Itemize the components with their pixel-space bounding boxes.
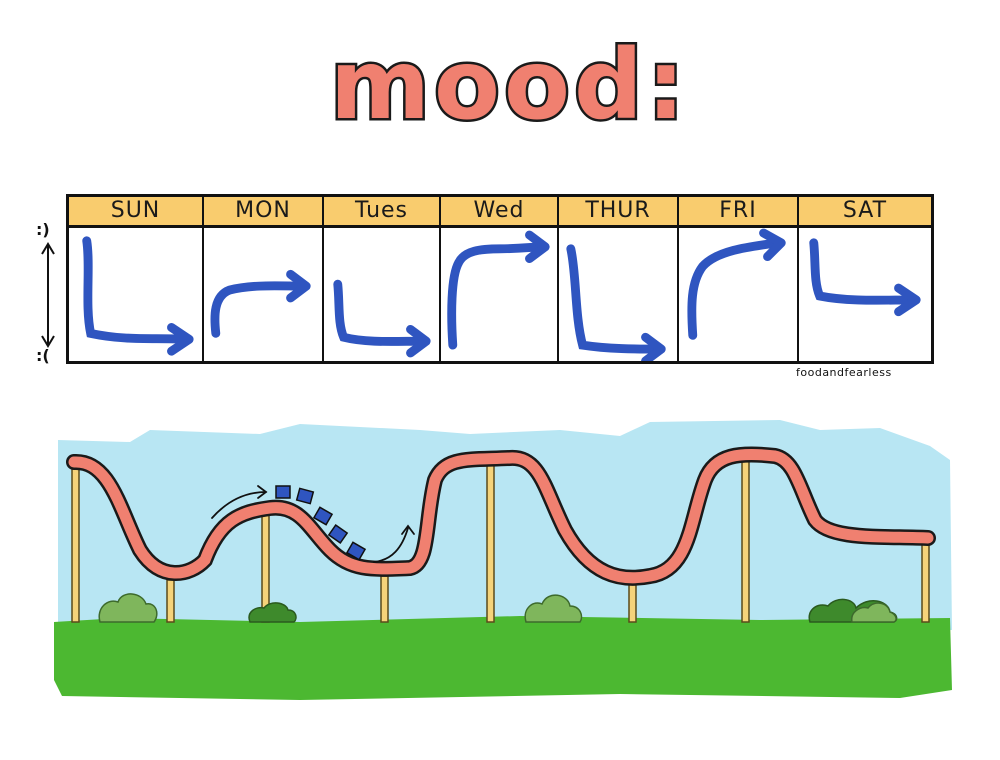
grass-ground — [54, 616, 952, 700]
sky-background — [58, 420, 952, 630]
arrow-icon — [333, 279, 431, 358]
mood-cell-wed — [441, 227, 559, 361]
happy-face-icon: :) — [36, 220, 50, 239]
coaster-track — [68, 448, 934, 584]
day-header-tues: Tues — [324, 197, 441, 228]
day-header-sun: SUN — [69, 197, 204, 228]
roller-coaster-car-icon — [275, 485, 367, 561]
day-header-mon: MON — [204, 197, 324, 228]
motion-arrow-icon — [211, 485, 415, 563]
page-title: mood: — [328, 28, 690, 143]
mood-cell-sat — [799, 227, 931, 361]
arrow-icon — [809, 238, 921, 317]
mood-cell-sun — [69, 227, 204, 361]
arrow-icon — [82, 236, 194, 356]
bush-icon — [98, 593, 898, 623]
mood-cell-fri — [679, 227, 799, 361]
arrow-icon — [566, 244, 666, 361]
mood-cell-mon — [204, 227, 324, 361]
mood-cell-thur — [559, 227, 679, 361]
day-header-sat: SAT — [799, 197, 931, 228]
roller-coaster-illustration — [54, 420, 952, 700]
scale-arrow-icon — [41, 242, 55, 348]
day-header-thur: THUR — [559, 197, 679, 228]
arrow-icon — [210, 269, 311, 338]
sad-face-icon: :( — [36, 346, 50, 365]
day-header-wed: Wed — [441, 197, 559, 228]
day-header-fri: FRI — [679, 197, 799, 228]
credit-signature: foodandfearless — [796, 366, 892, 379]
mood-table: SUN MON Tues Wed THUR FRI SAT — [66, 194, 934, 364]
mood-table-header: SUN MON Tues Wed THUR FRI SAT — [69, 197, 931, 228]
mood-table-body — [69, 227, 931, 361]
arrow-icon — [447, 230, 550, 350]
mood-scale: :) :( — [36, 220, 62, 370]
arrow-icon — [687, 228, 786, 340]
mood-cell-tues — [324, 227, 441, 361]
